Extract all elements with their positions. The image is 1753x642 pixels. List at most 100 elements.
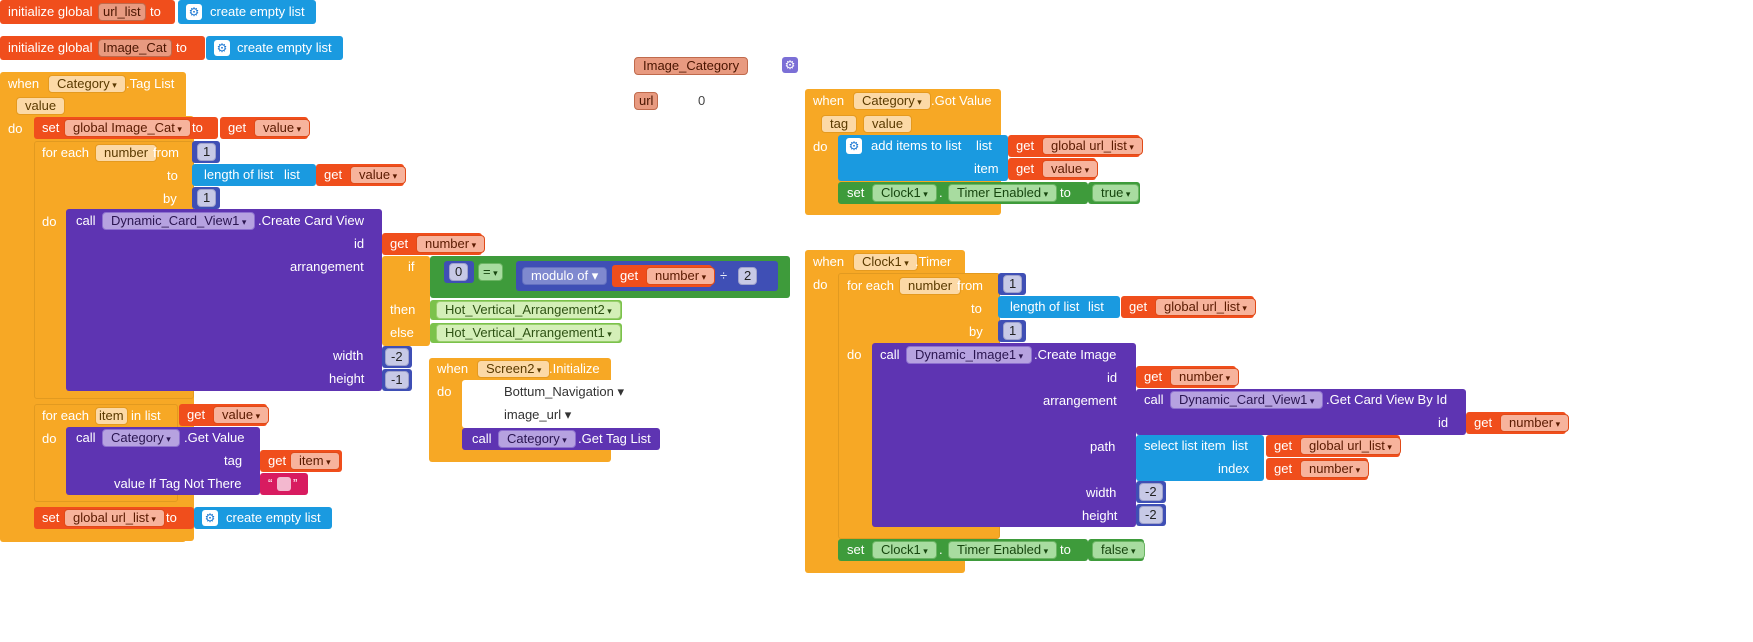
- variable-dropdown[interactable]: global url_list: [1042, 137, 1143, 155]
- get-number-block[interactable]: get number: [1466, 412, 1570, 434]
- get-value-block[interactable]: get value: [220, 117, 311, 139]
- number-block[interactable]: 1: [192, 141, 220, 163]
- loop-var[interactable]: item: [95, 407, 128, 425]
- get-url-list-block[interactable]: get global url_list: [1266, 435, 1401, 457]
- set-url-list-block[interactable]: set global url_list to: [34, 507, 194, 529]
- variable-dropdown[interactable]: item: [290, 452, 340, 470]
- component-dropdown[interactable]: Dynamic_Card_View1: [1170, 391, 1324, 409]
- number-block[interactable]: -2: [382, 346, 412, 368]
- floating-image-category[interactable]: Image_Category: [634, 57, 749, 75]
- variable-dropdown[interactable]: value: [254, 119, 311, 137]
- param-tag[interactable]: tag: [821, 115, 858, 133]
- variable-dropdown[interactable]: number: [1500, 414, 1570, 432]
- get-tag-list-block[interactable]: call Category .Get Tag List: [462, 428, 660, 450]
- component-dropdown[interactable]: Category: [853, 92, 931, 110]
- boolean-dropdown[interactable]: true: [1092, 184, 1140, 202]
- global-name-image-cat[interactable]: Image_Cat: [98, 39, 172, 57]
- create-card-view-block[interactable]: call Dynamic_Card_View1 .Create Card Vie…: [66, 209, 382, 391]
- compare-block[interactable]: 0 = modulo of ▾ get number ÷ 2: [430, 256, 790, 298]
- set-timer-enabled-block[interactable]: set Clock1 . Timer Enabled to: [838, 182, 1088, 204]
- if-then-else-block[interactable]: if then else: [382, 256, 430, 346]
- variable-dropdown[interactable]: value: [1042, 160, 1099, 178]
- add-items-to-list-block[interactable]: ⚙ add items to list list item: [838, 135, 1008, 181]
- get-number-block[interactable]: get number: [1266, 458, 1370, 480]
- number-block[interactable]: -2: [1136, 504, 1166, 526]
- select-list-item-block[interactable]: select list item list index: [1136, 435, 1264, 481]
- bottom-navigation-dropdown[interactable]: Bottum_Navigation ▾: [504, 384, 624, 399]
- text-input[interactable]: [277, 477, 291, 491]
- loop-var[interactable]: number: [95, 144, 158, 162]
- image-url-dropdown[interactable]: image_url ▾: [504, 407, 572, 422]
- component-dropdown[interactable]: Dynamic_Card_View1: [102, 212, 256, 230]
- number-value[interactable]: 1: [197, 189, 217, 207]
- number-block[interactable]: 1: [192, 187, 220, 209]
- gear-icon[interactable]: ⚙: [214, 40, 230, 56]
- modulo-dropdown[interactable]: modulo of ▾: [522, 267, 608, 285]
- number-value[interactable]: -1: [385, 371, 409, 389]
- component-dropdown[interactable]: Clock1: [872, 184, 937, 202]
- number-value[interactable]: 1: [197, 143, 217, 161]
- set-timer-enabled-block[interactable]: set Clock1 . Timer Enabled to: [838, 539, 1088, 561]
- component-dropdown[interactable]: Clock1: [872, 541, 937, 559]
- component-dropdown[interactable]: Dynamic_Image1: [906, 346, 1033, 364]
- component-dropdown[interactable]: Screen2: [477, 360, 551, 378]
- arrangement-dropdown[interactable]: Hot_Vertical_Arrangement2: [436, 301, 621, 319]
- number-value[interactable]: 2: [738, 267, 758, 285]
- number-value[interactable]: -2: [1139, 483, 1163, 501]
- boolean-dropdown[interactable]: false: [1092, 541, 1145, 559]
- empty-text-block[interactable]: “ ”: [260, 473, 308, 495]
- set-image-cat-block[interactable]: set global Image_Cat to: [34, 117, 218, 139]
- gear-icon[interactable]: ⚙: [782, 57, 798, 73]
- variable-dropdown[interactable]: value: [213, 406, 270, 424]
- create-empty-list-block[interactable]: ⚙ create empty list: [194, 507, 332, 529]
- gear-icon[interactable]: ⚙: [186, 4, 202, 20]
- number-value[interactable]: 1: [1003, 275, 1023, 293]
- loop-var[interactable]: number: [899, 277, 962, 295]
- get-number-block[interactable]: get number: [1136, 366, 1240, 388]
- operator-dropdown[interactable]: =: [478, 263, 503, 281]
- number-value[interactable]: 1: [1003, 322, 1023, 340]
- arrangement-dropdown[interactable]: Hot_Vertical_Arrangement1: [436, 324, 621, 342]
- number-block[interactable]: -2: [1136, 481, 1166, 503]
- create-empty-list-block[interactable]: ⚙ create empty list: [206, 36, 343, 60]
- create-empty-list-block[interactable]: ⚙ create empty list: [178, 0, 316, 24]
- number-block[interactable]: 0: [444, 261, 474, 283]
- init-url-list-block[interactable]: initialize global url_list to: [0, 0, 175, 24]
- property-dropdown[interactable]: Timer Enabled: [948, 541, 1058, 559]
- false-block[interactable]: false: [1088, 539, 1145, 561]
- get-value-block[interactable]: get value: [179, 404, 270, 426]
- get-card-view-by-id-block[interactable]: call Dynamic_Card_View1 .Get Card View B…: [1136, 389, 1466, 435]
- param-value[interactable]: value: [16, 97, 66, 115]
- category-get-value-block[interactable]: call Category .Get Value tag value If Ta…: [66, 427, 260, 495]
- number-block[interactable]: 1: [998, 273, 1026, 295]
- component-dropdown[interactable]: Category: [48, 75, 126, 93]
- variable-dropdown[interactable]: number: [646, 267, 716, 285]
- true-block[interactable]: true: [1088, 182, 1140, 204]
- get-url-list-block[interactable]: get global url_list: [1008, 135, 1143, 157]
- get-number-block[interactable]: get number: [382, 233, 486, 255]
- variable-dropdown[interactable]: value: [350, 166, 407, 184]
- variable-dropdown[interactable]: number: [416, 235, 486, 253]
- number-value[interactable]: -2: [385, 348, 409, 366]
- number-block[interactable]: -1: [382, 369, 412, 391]
- create-image-block[interactable]: call Dynamic_Image1 .Create Image id arr…: [872, 343, 1136, 527]
- get-value-block[interactable]: get value: [1008, 158, 1099, 180]
- variable-dropdown[interactable]: number: [1300, 460, 1370, 478]
- variable-dropdown[interactable]: global url_list: [64, 509, 165, 527]
- floating-url-pill[interactable]: url: [634, 92, 659, 110]
- variable-dropdown[interactable]: global Image_Cat: [64, 119, 191, 137]
- property-dropdown[interactable]: Timer Enabled: [948, 184, 1058, 202]
- component-dropdown[interactable]: Category: [102, 429, 180, 447]
- number-value[interactable]: 0: [449, 263, 469, 281]
- modulo-block[interactable]: modulo of ▾ get number ÷ 2: [516, 261, 778, 291]
- get-value-block[interactable]: get value: [316, 164, 407, 186]
- variable-dropdown[interactable]: number: [1170, 368, 1240, 386]
- get-item-block[interactable]: get item: [260, 450, 342, 472]
- init-image-cat-block[interactable]: initialize global Image_Cat to: [0, 36, 205, 60]
- else-arrangement-block[interactable]: Hot_Vertical_Arrangement1: [430, 323, 622, 343]
- number-block[interactable]: 1: [998, 320, 1026, 342]
- component-dropdown[interactable]: Category: [498, 430, 576, 448]
- length-of-list-block[interactable]: length of list list: [192, 164, 316, 186]
- gear-icon[interactable]: ⚙: [202, 510, 218, 526]
- global-name-url-list[interactable]: url_list: [98, 3, 146, 21]
